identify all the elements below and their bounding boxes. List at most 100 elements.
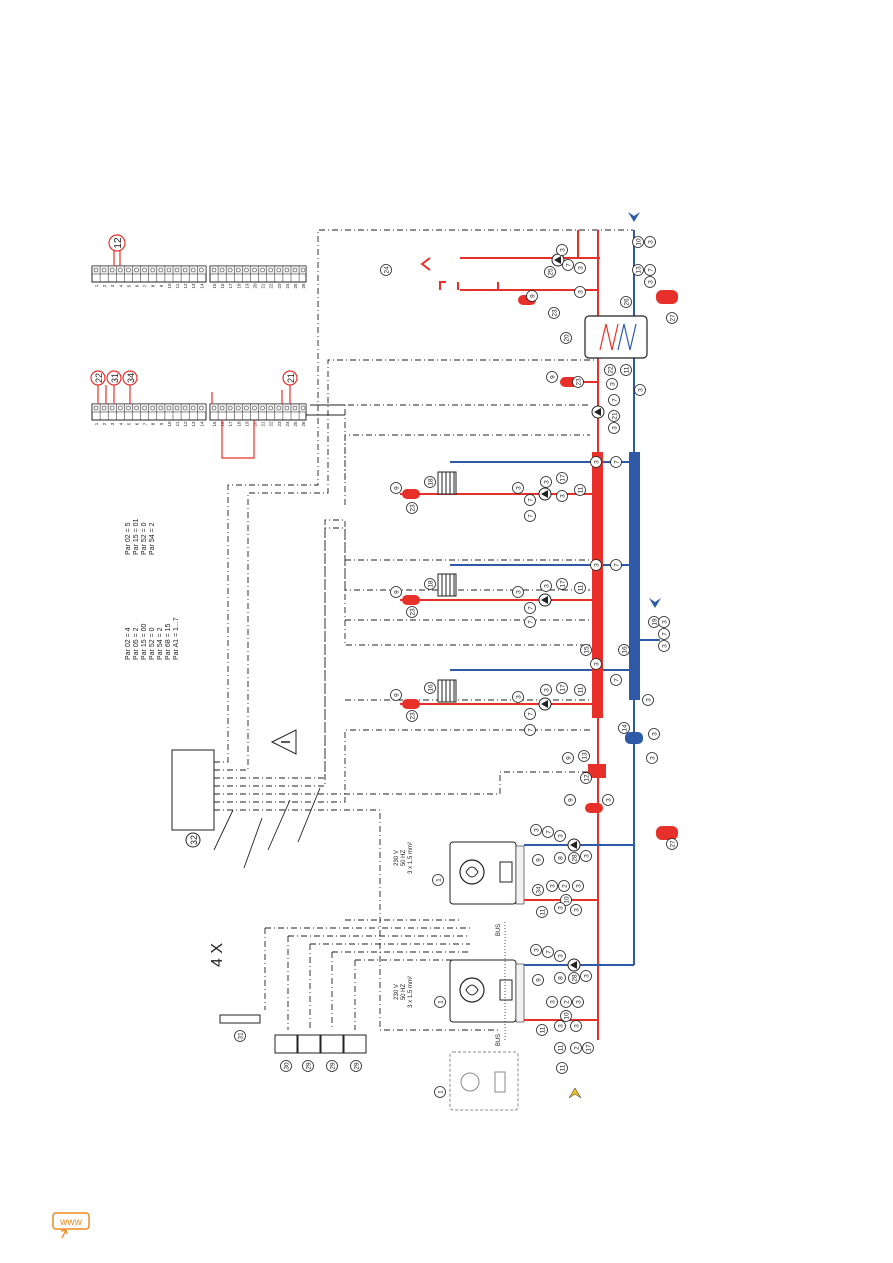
callout-number: 29 xyxy=(306,1062,313,1070)
callout-number: 11 xyxy=(560,1064,567,1071)
callout-number: 3 xyxy=(560,248,567,252)
callout-number: 11 xyxy=(578,584,585,591)
callout-number: 11 xyxy=(578,686,585,693)
callout-number: 3 xyxy=(558,834,565,838)
terminal-number: 26 xyxy=(301,421,306,427)
parameter-line: Par 05 = 2 xyxy=(133,627,140,660)
terminal-number: 18 xyxy=(236,421,241,427)
terminal-number: 3 xyxy=(110,284,115,287)
callout-number: 3 xyxy=(610,382,617,386)
callout-number: 3 xyxy=(534,828,541,832)
terminal-callouts: 12 22 31 34 21 xyxy=(90,234,298,386)
hot-header-bar xyxy=(592,452,603,718)
callout-number: 3 xyxy=(550,1000,557,1004)
callout-number: 3 xyxy=(558,954,565,958)
callout-number: 3 xyxy=(594,563,601,567)
callout-number: 3 xyxy=(638,388,645,392)
terminal-number: 1 xyxy=(94,284,99,287)
callout-32: 32 xyxy=(189,835,199,845)
callout-number: 9 xyxy=(536,978,543,982)
callout-number: 3 xyxy=(578,290,585,294)
callout-number: 23 xyxy=(410,608,417,616)
callout-number: 16 xyxy=(622,646,629,654)
parameter-line: Par 54 = 2 xyxy=(157,627,164,660)
callout-number: 3 xyxy=(558,906,565,910)
callout-number: 26 xyxy=(624,298,631,306)
callout-number: 11 xyxy=(624,366,631,373)
callout-number: 29 xyxy=(354,1062,361,1070)
callout-number: 23 xyxy=(576,378,583,386)
terminal-number: 17 xyxy=(228,283,233,289)
callout-22-term: 22 xyxy=(94,373,104,383)
callout-number: 3 xyxy=(646,698,653,702)
callout-number: 8 xyxy=(558,976,565,980)
callout-number: 3 xyxy=(534,948,541,952)
www-link-icon[interactable]: www xyxy=(52,1212,90,1240)
callout-number: 3 xyxy=(650,756,657,760)
terminal-number: 5 xyxy=(126,422,131,425)
terminal-number: 10 xyxy=(167,283,172,289)
callout-number: 19 xyxy=(652,618,659,626)
terminal-red-wiring xyxy=(97,250,291,459)
radiator-1 xyxy=(437,471,457,495)
callout-number: 21 xyxy=(612,412,619,420)
svg-text:50 HZ: 50 HZ xyxy=(401,849,407,866)
parameter-line: Par 15 = 01 xyxy=(133,519,140,555)
parameter-line: Par 02 = 5 xyxy=(125,522,132,555)
terminal-number: 19 xyxy=(244,421,249,427)
callout-34-term: 34 xyxy=(126,373,136,383)
callout-number: 23 xyxy=(552,309,559,317)
callout-number: 3 xyxy=(544,688,551,692)
callout-number: 7 xyxy=(528,712,535,716)
cold-header-bar xyxy=(629,452,640,700)
callout-number: 3 xyxy=(544,584,551,588)
multiplier-heading: 4 X xyxy=(209,943,226,967)
radiator-3 xyxy=(437,679,457,703)
callout-number: 7 xyxy=(614,563,621,567)
hot-water-taps xyxy=(420,257,499,290)
callout-number: 17 xyxy=(560,474,567,482)
hot-supply-pipes xyxy=(400,230,600,1040)
terminal-number: 23 xyxy=(277,421,282,427)
callout-number: 7 xyxy=(528,606,535,610)
callout-number: 3 xyxy=(560,494,567,498)
callout-number: 1 xyxy=(438,1090,445,1094)
callout-number: 7 xyxy=(648,268,655,272)
callout-number: 25 xyxy=(548,268,555,276)
low-loss-header xyxy=(588,764,606,778)
terminal-number: 23 xyxy=(277,283,282,289)
terminal-number: 10 xyxy=(167,421,172,427)
callout-number: 13 xyxy=(582,752,589,760)
callout-number: 27 xyxy=(670,840,677,848)
terminal-number: 14 xyxy=(199,283,204,289)
svg-text:www: www xyxy=(59,1217,82,1228)
callout-number: 7 xyxy=(614,460,621,464)
terminal-number: 13 xyxy=(191,283,196,289)
callout-number: 3 xyxy=(648,240,655,244)
callout-number: 10 xyxy=(564,896,571,904)
terminal-number: 22 xyxy=(269,283,274,289)
callout-number: 29 xyxy=(330,1062,337,1070)
terminal-number: 1 xyxy=(94,422,99,425)
control-wiring xyxy=(214,229,633,1031)
callout-number: 23 xyxy=(410,504,417,512)
terminal-number: 17 xyxy=(228,421,233,427)
terminal-number: 11 xyxy=(175,283,180,288)
terminal-number: 6 xyxy=(135,284,140,287)
callout-number: 23 xyxy=(410,712,417,720)
terminal-number: 25 xyxy=(293,283,298,289)
callout-number: 27 xyxy=(670,314,677,322)
terminal-number: 15 xyxy=(212,421,217,427)
terminal-number: 14 xyxy=(199,421,204,427)
warning-triangle-icon xyxy=(270,729,297,755)
parameter-line: Par A1 = 1...7 xyxy=(173,617,180,660)
callout-number: 3 xyxy=(662,644,669,648)
callout-number: 17 xyxy=(586,1044,593,1052)
callout-number: 7 xyxy=(614,678,621,682)
terminal-number: 13 xyxy=(191,421,196,427)
terminal-number: 21 xyxy=(261,421,266,427)
terminal-number: 3 xyxy=(110,422,115,425)
callout-number: 3 xyxy=(516,590,523,594)
callout-number: 24 xyxy=(384,266,391,274)
